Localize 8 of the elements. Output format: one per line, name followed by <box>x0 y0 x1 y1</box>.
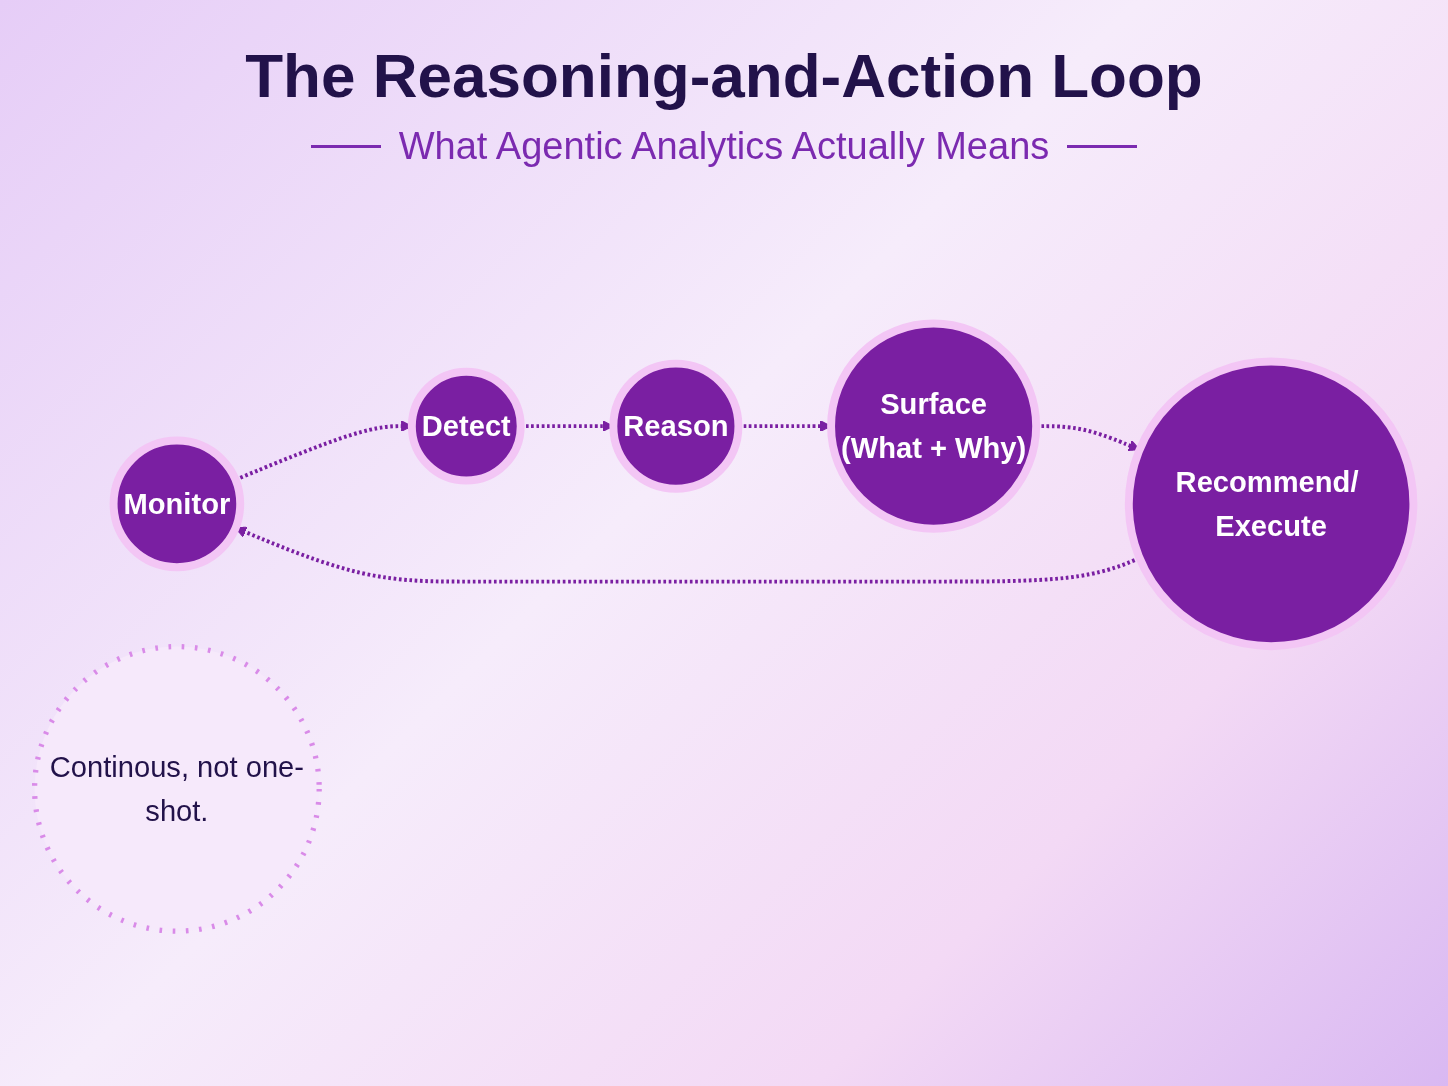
subtitle: What Agentic Analytics Actually Means <box>398 125 1050 168</box>
title: The Reasoning-and-Action Loop <box>245 40 1203 111</box>
node-circle: Reason <box>609 359 743 493</box>
node-circle: Recommend/ Execute <box>1124 357 1418 650</box>
node-circle: Continous, not one-shot. <box>31 643 322 934</box>
node-circle: Surface (What + Why) <box>827 319 1041 533</box>
node-circle: Monitor <box>109 436 245 571</box>
node-circle: Detect <box>407 367 525 485</box>
